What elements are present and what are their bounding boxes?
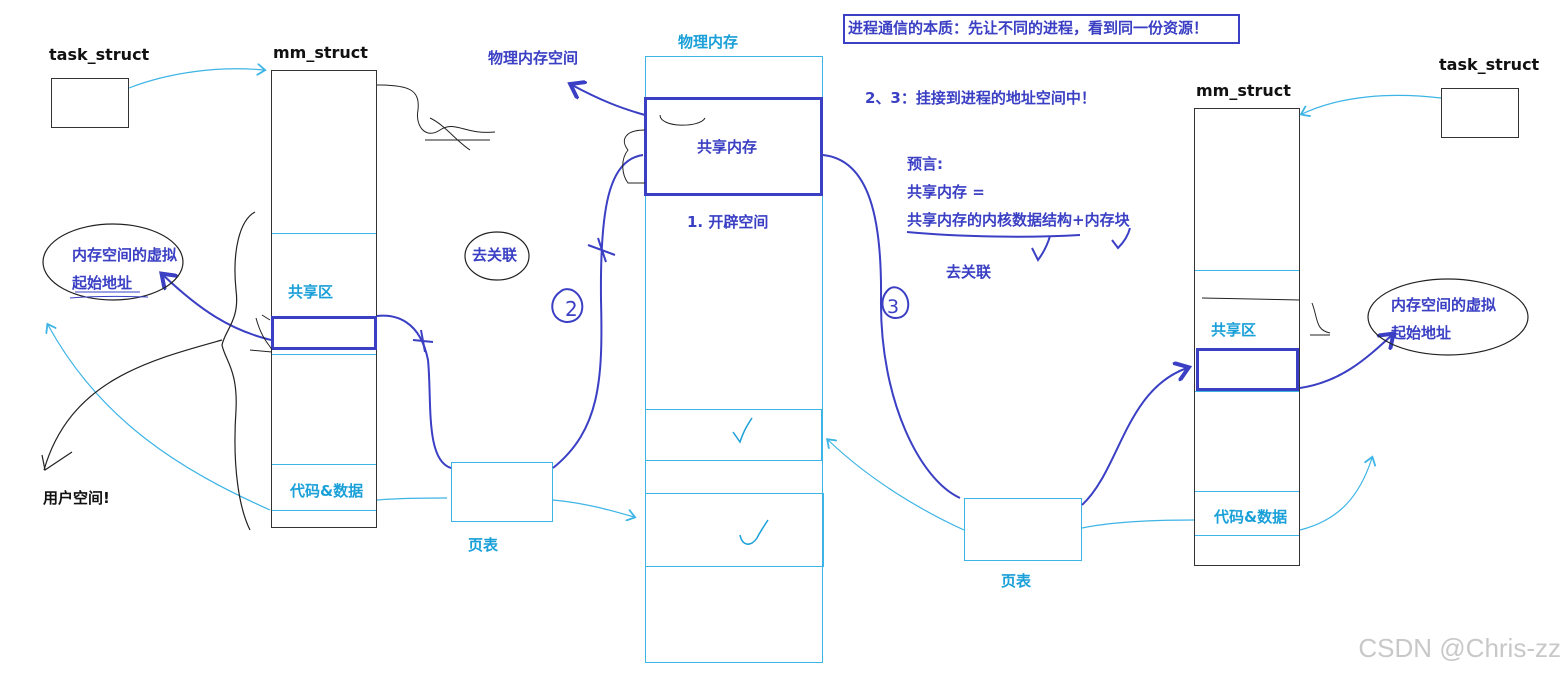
scribble-mm-left (376, 84, 496, 151)
step1-label: 1. 开辟空间 (687, 213, 769, 231)
check-page-2 (739, 519, 769, 545)
arrow-task-to-mm-left (128, 69, 264, 89)
page-table-box-left (451, 462, 553, 522)
shared-memory-label: 共享内存 (697, 138, 758, 156)
essence-label: 进程通信的本质：先让不同的进程，看到同一份资源！ (848, 19, 1209, 37)
check-kernel-struct (1031, 235, 1051, 262)
physical-page-2 (645, 493, 824, 567)
task-struct-box-right (1441, 88, 1519, 138)
bubble-detach-left (464, 231, 530, 281)
mm-struct-label-left: mm_struct (273, 43, 368, 62)
physical-memory-column (645, 56, 823, 663)
code-data-region-right (1195, 491, 1299, 536)
task-struct-label-left: task_struct (49, 45, 150, 64)
preview-label: 预言: (907, 155, 943, 173)
task-struct-label-right: task_struct (1439, 55, 1540, 74)
underline-kernel-struct (906, 231, 1081, 238)
code-data-right-label: 代码&数据 (1214, 508, 1288, 526)
shared-region-left-label: 共享区 (288, 283, 334, 301)
detach-left-label: 去关联 (472, 246, 518, 264)
curve-step3 (822, 154, 961, 499)
page-table-box-right (964, 498, 1082, 561)
circle-2 (551, 288, 584, 324)
arrow-code-to-pagetable-left (376, 497, 448, 501)
shared-region-right-label: 共享区 (1211, 321, 1257, 339)
curve-step2 (552, 154, 644, 469)
shared-mapping-left (271, 316, 377, 350)
arrow-shared-to-virt-right (1299, 335, 1392, 389)
arrow-code-left-to-user (48, 325, 271, 511)
curve-pagetable-to-shared-right (1081, 368, 1187, 506)
page-table-left-label: 页表 (468, 536, 499, 554)
curve-pagetable-to-shared-left (376, 314, 452, 469)
brace-user-space (221, 211, 256, 531)
shared-region-right (1195, 270, 1299, 392)
shared-memory-block (644, 97, 823, 196)
check-page-1 (732, 417, 753, 444)
circle-3 (881, 286, 910, 320)
bubble-virt-right (1367, 278, 1529, 356)
page-table-right-label: 页表 (1001, 572, 1032, 590)
shm-eq-label: 共享内存 = (907, 183, 985, 201)
scribble-shared-left (249, 314, 273, 353)
arrow-user-space (43, 339, 223, 471)
shared-mapping-right (1196, 348, 1299, 391)
user-space-label: 用户空间! (43, 489, 110, 507)
watermark: CSDN @Chris-zz (1358, 633, 1561, 663)
shm-def-label: 共享内存的内核数据结构+内存块 (907, 211, 1130, 229)
arrow-shared-to-virt-left (163, 275, 272, 341)
detach-mid-label: 去关联 (946, 263, 992, 281)
virt-addr-right-line2: 起始地址 (1391, 324, 1452, 342)
physical-memory-label: 物理内存 (678, 33, 739, 51)
digit-2: 2 (565, 297, 578, 321)
virt-addr-left-line2: 起始地址 (72, 274, 133, 292)
virt-addr-right-line1: 内存空间的虚拟 (1391, 296, 1497, 314)
mm-struct-column-left (271, 70, 377, 528)
underline-virt-left (69, 291, 149, 299)
mm-struct-label-right: mm_struct (1196, 81, 1291, 100)
code-data-region-left (272, 464, 376, 511)
cross-mark-step2 (587, 237, 616, 263)
physical-page-1 (645, 409, 822, 461)
step23-label: 2、3：挂接到进程的地址空间中！ (865, 89, 1096, 107)
arrow-code-right-out (1299, 458, 1372, 531)
code-data-left-label: 代码&数据 (290, 482, 364, 500)
digit-3: 3 (887, 296, 899, 318)
physical-space-label: 物理内存空间 (488, 49, 579, 67)
scribble-shm-left (622, 129, 646, 184)
arrow-shm-to-physical-space (572, 85, 646, 116)
scribble-shared-right (1201, 297, 1331, 336)
scribble-shm-top (659, 114, 706, 126)
cross-mark-left (412, 329, 434, 353)
check-memory-block (1111, 227, 1131, 250)
arrow-mm-right-to-task (1302, 94, 1442, 114)
bubble-virt-left (42, 223, 184, 301)
arrow-pagetable-right-to-phys (828, 440, 965, 531)
virt-addr-left-line1: 内存空间的虚拟 (72, 246, 178, 264)
task-struct-box-left (51, 78, 129, 128)
arrow-code-right-to-pagetable (1081, 519, 1195, 529)
essence-frame (843, 14, 1240, 44)
shared-region-left (272, 233, 376, 355)
arrow-user-space-head (41, 451, 73, 471)
arrow-pagetable-to-phys (552, 499, 634, 517)
mm-struct-column-right (1194, 108, 1300, 566)
